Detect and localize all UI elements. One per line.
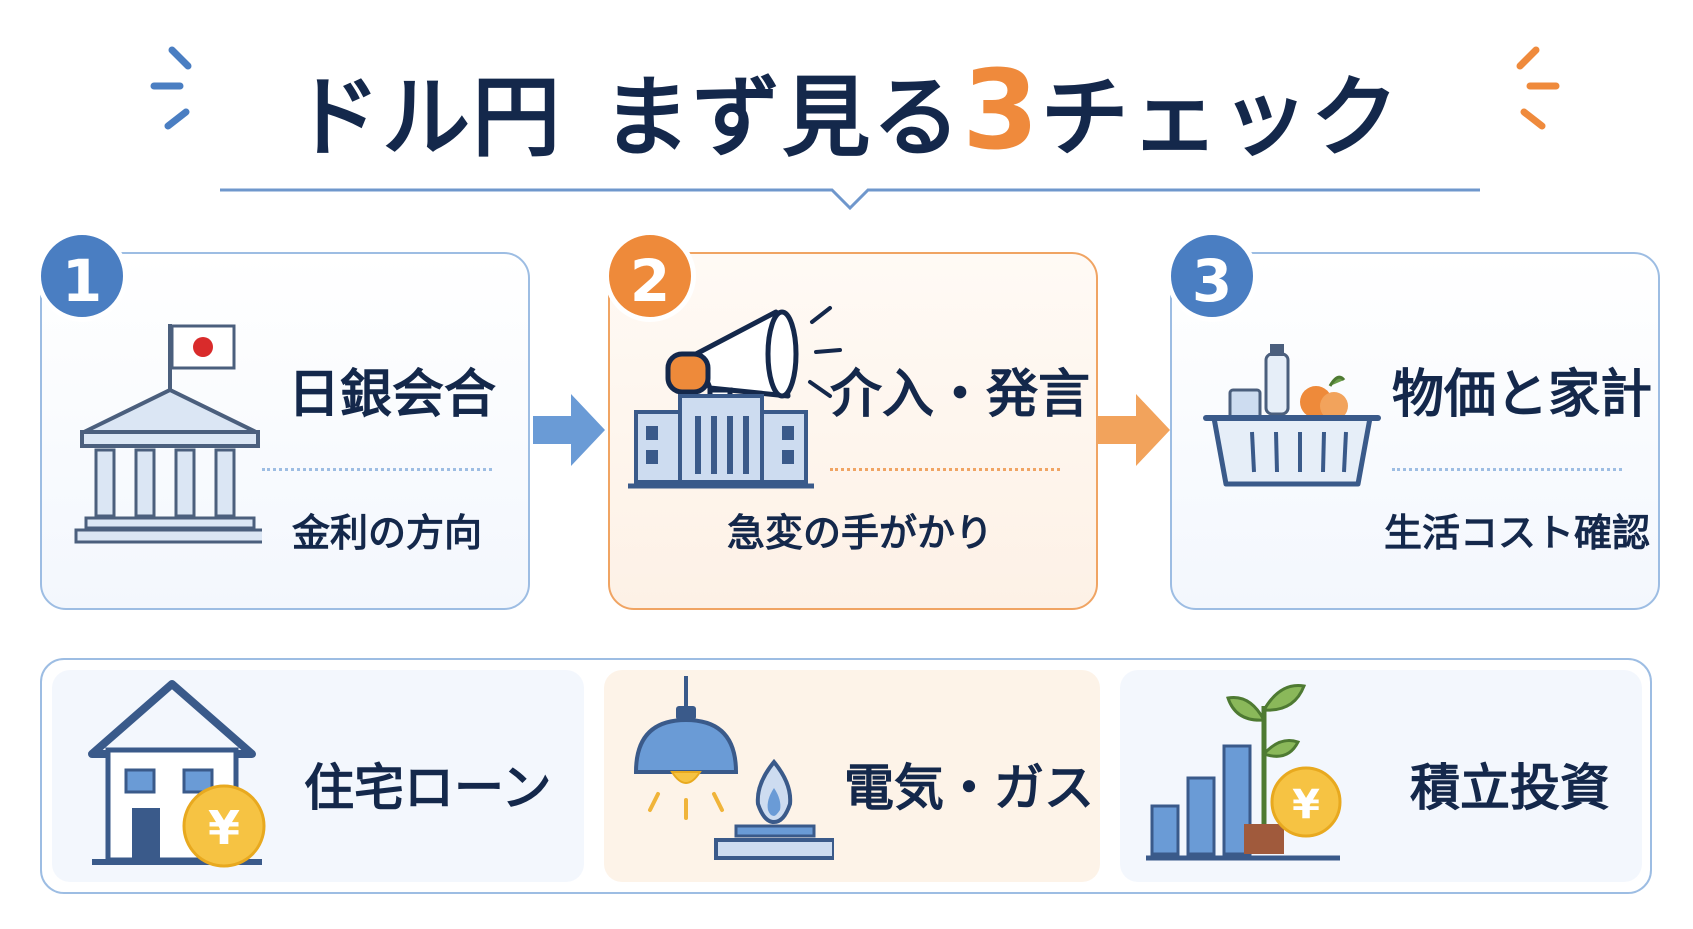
impact-label: 電気・ガス bbox=[844, 759, 1094, 817]
coin-symbol: ¥ bbox=[208, 801, 240, 855]
dotted-divider bbox=[1392, 468, 1622, 471]
step-card-1: 1 日銀会合 金利の方向 bbox=[36, 230, 530, 610]
growth-chart-yen-icon: ¥ bbox=[1146, 684, 1342, 861]
title-part-3: チェック bbox=[1040, 66, 1401, 169]
step-number-badge: 2 bbox=[604, 230, 696, 322]
step-subtext: 金利の方向 bbox=[291, 511, 482, 555]
title-part-2: まず見る bbox=[602, 66, 963, 169]
impact-item-utilities: 電気・ガス bbox=[604, 670, 1100, 882]
coin-symbol: ¥ bbox=[1292, 782, 1320, 828]
page-title: ドル円まず見る3チェック bbox=[0, 40, 1693, 180]
impact-label: 積立投資 bbox=[1410, 759, 1610, 817]
building-icon bbox=[628, 394, 814, 489]
step-number-badge: 3 bbox=[1166, 230, 1258, 322]
step-subtext: 急変の手がかり bbox=[726, 511, 993, 555]
lamp-gas-flame-icon bbox=[633, 676, 834, 860]
central-bank-building-icon bbox=[74, 324, 262, 544]
step-heading: 介入・発言 bbox=[830, 365, 1091, 425]
step-card-3: 3 物価と家計 生活コスト確認 bbox=[1166, 230, 1660, 610]
impact-panel: ¥ 住宅ローン 電気・ガス bbox=[40, 658, 1652, 894]
grocery-basket-icon bbox=[1203, 344, 1381, 487]
title-part-1: ドル円 bbox=[292, 66, 563, 169]
title-number: 3 bbox=[962, 46, 1041, 174]
house-yen-icon: ¥ bbox=[88, 680, 266, 868]
dotted-divider bbox=[830, 468, 1060, 471]
dotted-divider bbox=[262, 468, 492, 471]
step-subtext: 生活コスト確認 bbox=[1383, 511, 1650, 555]
title-divider bbox=[220, 188, 1480, 211]
step-number-badge: 1 bbox=[36, 230, 128, 322]
sparkle-right-icon bbox=[1516, 46, 1560, 130]
impact-label: 住宅ローン bbox=[304, 759, 552, 817]
impact-item-investment: ¥ 積立投資 bbox=[1120, 670, 1642, 882]
arrow-right-icon bbox=[533, 394, 605, 466]
step-card-2: 2 介入・発言 急変の手がかり bbox=[604, 230, 1098, 610]
step-heading: 日銀会合 bbox=[287, 365, 496, 425]
step-heading: 物価と家計 bbox=[1391, 365, 1652, 425]
sparkle-left-icon bbox=[150, 46, 192, 130]
impact-item-mortgage: ¥ 住宅ローン bbox=[52, 670, 584, 882]
arrow-right-icon bbox=[1098, 394, 1170, 466]
